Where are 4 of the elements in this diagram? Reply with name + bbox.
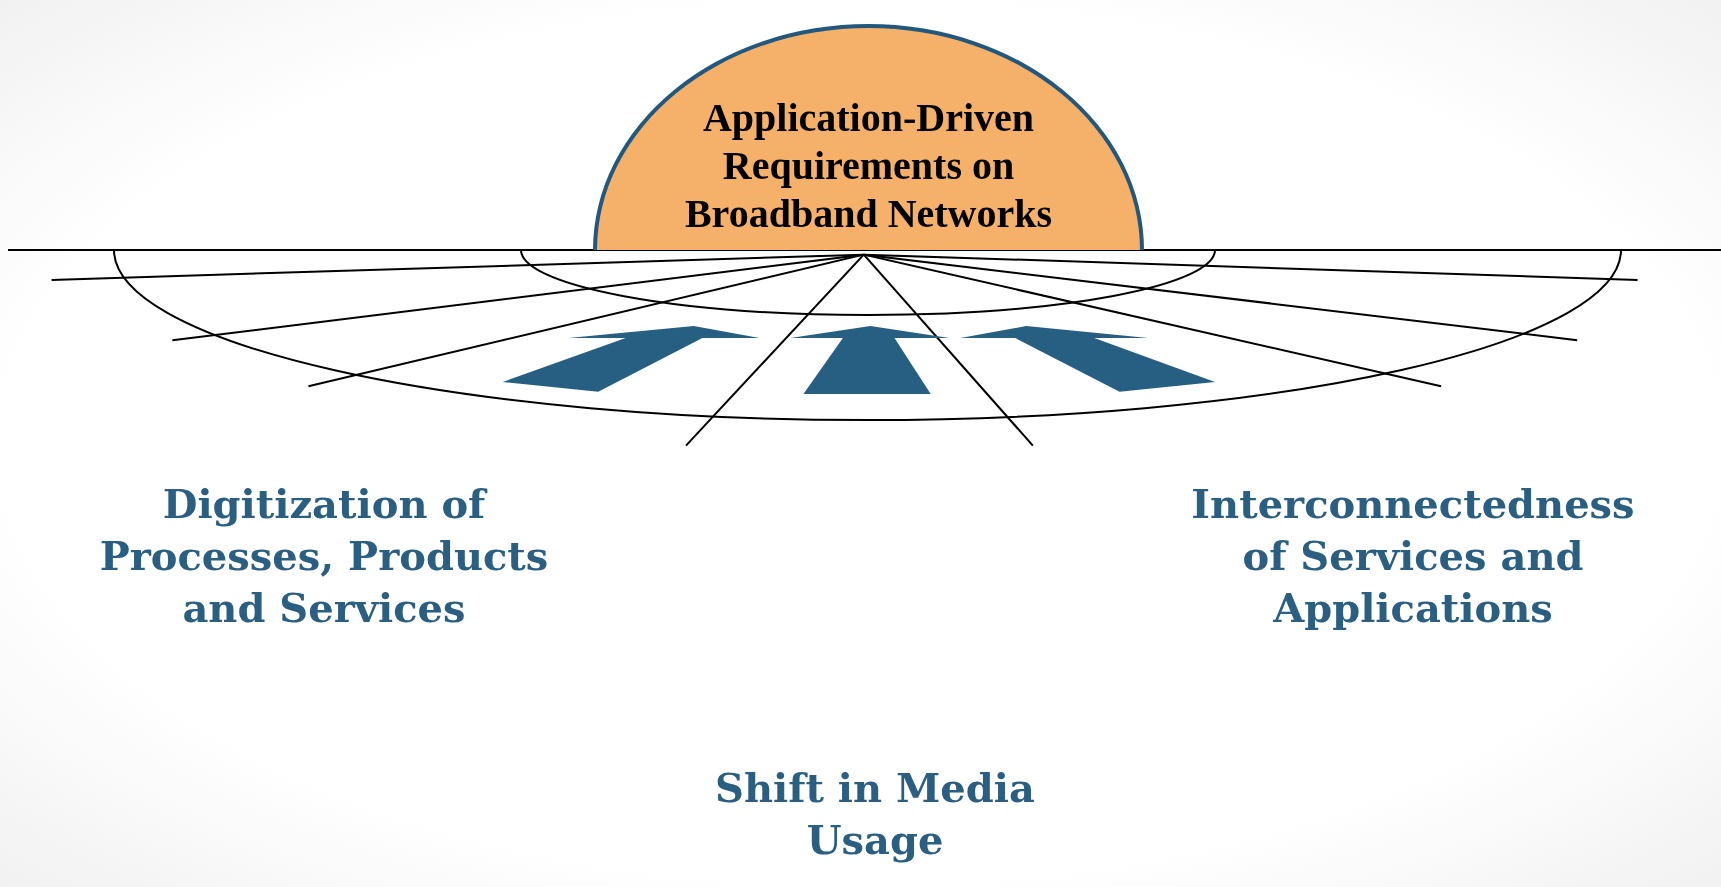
driver-label: Digitization of Processes, Products and Services [98, 479, 550, 633]
driver-label: Interconnectedness of Services and Applications [1190, 479, 1636, 633]
driver-label: Shift in Media Usage [714, 763, 1036, 865]
node-title: Application-Driven Requirements on Broadband Networks [683, 94, 1054, 238]
